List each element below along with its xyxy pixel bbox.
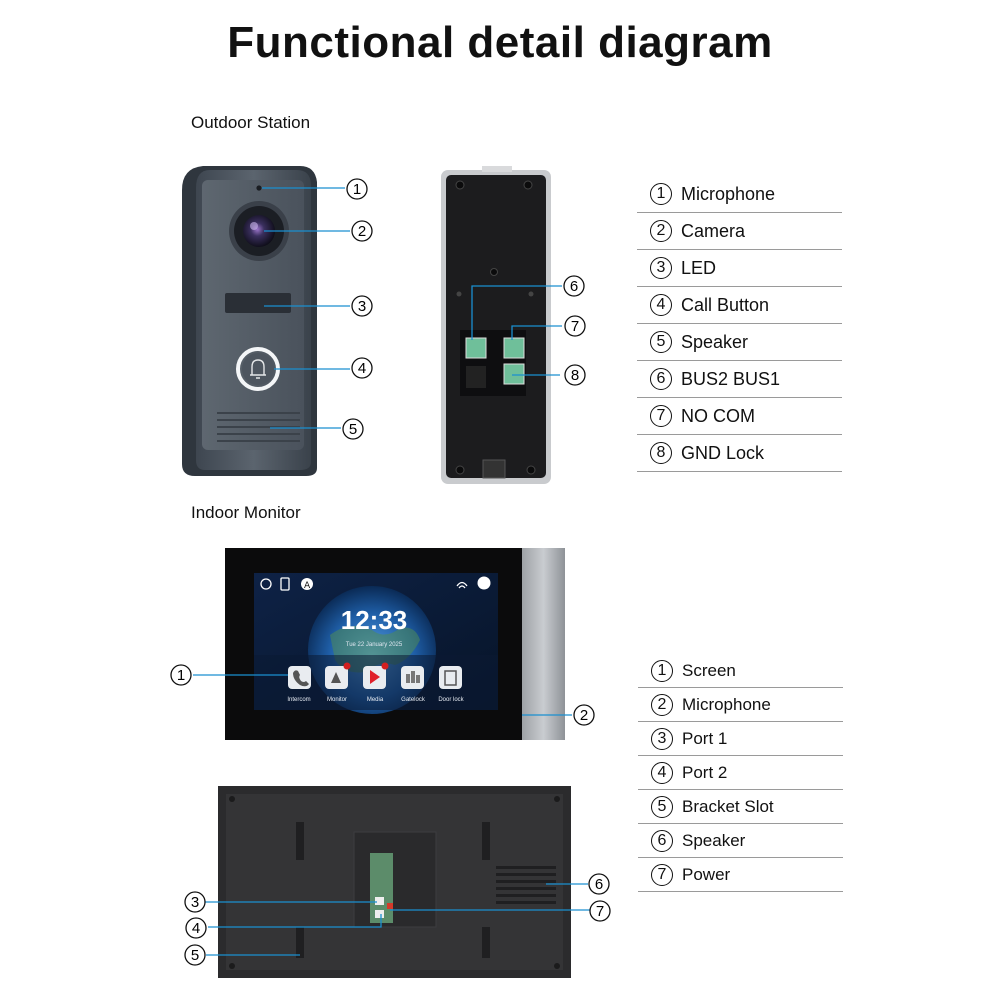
legend-number: 1 [650, 183, 672, 205]
callout-6-label: 6 [570, 278, 578, 295]
legend-number: 3 [650, 257, 672, 279]
legend-item-port-1: 3 Port 1 [638, 722, 843, 756]
monitor-callout-3-label: 3 [191, 894, 199, 911]
legend-label: LED [681, 257, 717, 278]
indoor-legend: 1 Screen 2 Microphone 3 Port 1 4 Port 2 5 Bra… [638, 654, 843, 892]
screen-date: Tue 22 January 2025 [346, 642, 403, 648]
callout-4: 4 [351, 357, 373, 379]
legend-item-call-button: 4 Call Button [637, 287, 842, 324]
callout-6: 6 [563, 275, 585, 297]
legend-number: 5 [650, 331, 672, 353]
legend-item-power: 7 Power [638, 858, 843, 892]
callout-1-label: 1 [353, 181, 361, 198]
callout-3-label: 3 [358, 298, 366, 315]
legend-number: 3 [651, 727, 673, 750]
legend-label: Speaker [681, 331, 749, 352]
callout-7: 7 [564, 315, 586, 337]
legend-item-microphone: 2 Microphone [638, 688, 843, 722]
callout-8: 8 [564, 364, 586, 386]
legend-label: Call Button [681, 294, 770, 315]
monitor-callout-2: 2 [573, 704, 595, 726]
monitor-callout-4-label: 4 [192, 920, 200, 937]
legend-item-port-2: 4 Port 2 [638, 756, 843, 790]
monitor-callout-2-label: 2 [580, 707, 588, 724]
legend-item-bus: 6 BUS2 BUS1 [637, 361, 842, 398]
legend-label: Speaker [682, 830, 746, 850]
monitor-callout-3: 3 [184, 891, 206, 913]
callout-5: 5 [342, 418, 364, 440]
legend-label: Power [682, 864, 731, 884]
monitor-callout-6: 6 [588, 873, 610, 895]
legend-number: 5 [651, 795, 673, 818]
legend-label: Port 1 [682, 728, 728, 748]
legend-item-screen: 1 Screen [638, 654, 843, 688]
monitor-back [218, 786, 571, 978]
app-label-media: Media [367, 697, 384, 703]
legend-number: 7 [650, 405, 672, 427]
monitor-callout-7: 7 [589, 900, 611, 922]
callout-1: 1 [346, 178, 368, 200]
monitor-callout-lines [193, 674, 590, 956]
callout-4-label: 4 [358, 360, 366, 377]
legend-item-camera: 2 Camera [637, 213, 842, 250]
outdoor-callout-lines [262, 187, 562, 429]
callout-8-label: 8 [571, 367, 579, 384]
monitor-callout-6-label: 6 [595, 876, 603, 893]
page-title: Functional detail diagram [227, 18, 773, 67]
screen-time: 12:33 [341, 605, 408, 635]
legend-number: 2 [650, 220, 672, 242]
monitor-callout-7-label: 7 [596, 903, 604, 920]
legend-number: 1 [651, 659, 673, 682]
legend-label: Bracket Slot [682, 796, 774, 816]
monitor-callout-1-label: 1 [177, 667, 185, 684]
monitor-app-tiles [288, 662, 462, 689]
legend-number: 7 [651, 863, 673, 886]
monitor-callout-1: 1 [170, 664, 192, 686]
legend-number: 2 [651, 693, 673, 716]
callout-7-label: 7 [571, 318, 579, 335]
callout-3: 3 [351, 295, 373, 317]
legend-item-speaker: 6 Speaker [638, 824, 843, 858]
legend-label: NO COM [681, 405, 755, 426]
legend-item-no-com: 7 NO COM [637, 398, 842, 435]
callout-2: 2 [351, 220, 373, 242]
outdoor-station-label: Outdoor Station [191, 113, 311, 132]
indoor-monitor-label: Indoor Monitor [191, 503, 301, 522]
monitor-callout-4: 4 [185, 917, 207, 939]
legend-number: 6 [650, 368, 672, 390]
legend-item-bracket-slot: 5 Bracket Slot [638, 790, 843, 824]
legend-label: Camera [681, 220, 746, 241]
legend-label: Port 2 [682, 762, 728, 782]
app-label-intercom: Intercom [287, 697, 310, 703]
legend-label: Microphone [681, 183, 776, 204]
legend-number: 4 [651, 761, 673, 784]
callout-markers: 1 2 3 4 5 6 7 8 1 2 3 4 5 6 7 [170, 178, 611, 966]
legend-number: 6 [651, 829, 673, 852]
legend-label: BUS2 BUS1 [681, 368, 781, 389]
app-label-door-lock: Door lock [438, 697, 464, 703]
monitor-callout-5: 5 [184, 944, 206, 966]
legend-item-speaker: 5 Speaker [637, 324, 842, 361]
callout-5-label: 5 [349, 421, 357, 438]
monitor-callout-5-label: 5 [191, 947, 199, 964]
monitor-front: A [225, 548, 565, 740]
legend-item-led: 3 LED [637, 250, 842, 287]
legend-item-gnd-lock: 8 GND Lock [637, 435, 842, 472]
legend-label: Microphone [682, 694, 771, 714]
app-label-monitor: Monitor [327, 697, 347, 703]
legend-label: Screen [682, 660, 736, 680]
callout-2-label: 2 [358, 223, 366, 240]
app-label-gatelock: Gatelock [401, 697, 426, 703]
legend-label: GND Lock [681, 442, 765, 463]
doorbell-back [441, 166, 551, 484]
legend-item-microphone: 1 Microphone [637, 176, 842, 213]
svg-text:A: A [304, 581, 311, 591]
doorbell-front [182, 166, 317, 476]
legend-number: 8 [650, 442, 672, 464]
legend-number: 4 [650, 294, 672, 316]
